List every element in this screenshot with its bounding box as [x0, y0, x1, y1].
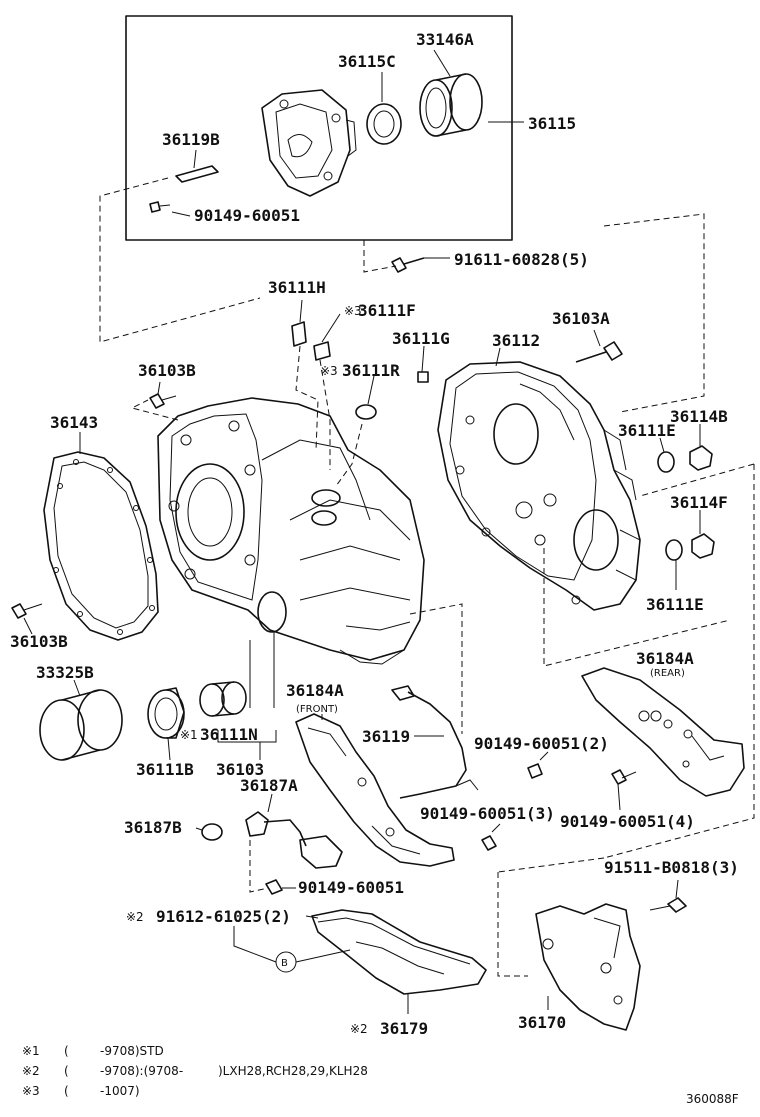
label-36111e-top: 36111E: [618, 421, 676, 440]
kit-box-outline: [125, 15, 513, 241]
mark-36179: ※2: [350, 1022, 368, 1036]
bolt-90149-sensor-drawing: [265, 879, 296, 895]
bolt-36103a-drawing: [575, 329, 623, 363]
note-2-text2: )LXH28,RCH28,29,KLH28: [218, 1064, 368, 1078]
rear-cover-drawing: [581, 667, 745, 797]
bolt-36103b-bottom-drawing: [11, 603, 43, 635]
label-36103: 36103: [216, 760, 264, 779]
label-36187a: 36187A: [240, 776, 298, 795]
plate-36170-drawing: [535, 903, 641, 1031]
bolt-91611-drawing: [391, 257, 450, 273]
label-36119b: 36119B: [162, 130, 220, 149]
label-91611-60828: 91611-60828(5): [454, 250, 589, 269]
label-36170: 36170: [518, 1013, 566, 1032]
label-36103a: 36103A: [552, 309, 610, 328]
label-36111r: 36111R: [342, 361, 400, 380]
bushing-drawing: [419, 73, 483, 137]
label-90149-60051-4: 90149-60051(4): [560, 812, 695, 831]
label-36179: 36179: [380, 1019, 428, 1038]
label-91612-61025: 91612-61025(2): [156, 907, 291, 926]
extension-housing-drawing: [261, 89, 357, 197]
speed-sensor-drawing: [245, 793, 343, 869]
drawing-code: 360088F: [686, 1092, 739, 1106]
note-3-open: (: [64, 1084, 69, 1098]
label-90149-60051-2: 90149-60051(2): [474, 734, 609, 753]
bolt-90149-2-drawing: [527, 751, 549, 779]
plug-36111g-drawing: [417, 345, 429, 383]
bolt-91511-drawing: [649, 879, 687, 913]
label-36115: 36115: [528, 114, 576, 133]
mark-36111f: ※3: [344, 304, 362, 318]
plug-36111h-drawing: [291, 299, 307, 347]
mark-91612: ※2: [126, 910, 144, 924]
o-ring-drawing: [201, 823, 223, 841]
note-2-open: (: [64, 1064, 69, 1078]
oil-seal-drawing: [366, 103, 402, 145]
label-36184a-rear: 36184A: [636, 649, 694, 668]
callout-b-circle: [275, 951, 297, 973]
plug-36111r-drawing: [355, 375, 377, 420]
note-1-mark: ※1: [22, 1044, 40, 1058]
transmission-case-drawing: [157, 397, 425, 665]
label-36187b: 36187B: [124, 818, 182, 837]
label-36103b-top: 36103B: [138, 361, 196, 380]
label-36112: 36112: [492, 331, 540, 350]
note-2-mark: ※2: [22, 1064, 40, 1078]
label-36143: 36143: [50, 413, 98, 432]
seal-36111b-drawing: [147, 687, 185, 761]
note-3-text: -1007): [100, 1084, 140, 1098]
label-90149-60051-sensor: 90149-60051: [298, 878, 404, 897]
label-36103b-bottom: 36103B: [10, 632, 68, 651]
label-36184a-front: 36184A: [286, 681, 344, 700]
oil-pan-drawing: [311, 909, 487, 1014]
label-36111g: 36111G: [392, 329, 450, 348]
gasket-drawing: [43, 432, 159, 641]
bushing-36111n-drawing: [199, 681, 247, 717]
label-36111e-bottom: 36111E: [646, 595, 704, 614]
plug-36114f-drawing: [691, 510, 715, 559]
label-36115c: 36115C: [338, 52, 396, 71]
label-91511-b0818: 91511-B0818(3): [604, 858, 739, 877]
callout-front: (FRONT): [296, 704, 338, 715]
plug-36114b-drawing: [689, 424, 713, 471]
callout-rear: (REAR): [650, 668, 685, 679]
bolt-90149-4-drawing: [611, 769, 637, 811]
note-1-open: (: [64, 1044, 69, 1058]
label-90149-60051-3: 90149-60051(3): [420, 804, 555, 823]
label-36114b: 36114B: [670, 407, 728, 426]
label-36111b: 36111B: [136, 760, 194, 779]
label-36114f: 36114F: [670, 493, 728, 512]
note-2-text: -9708):(9708-: [100, 1064, 183, 1078]
case-half-36112-drawing: [437, 347, 641, 611]
label-36111f: 36111F: [358, 301, 416, 320]
bolt-90149-3-drawing: [481, 823, 501, 851]
label-33325b: 33325B: [36, 663, 94, 682]
sensor-wire-drawing: [391, 685, 479, 799]
label-33146a: 33146A: [416, 30, 474, 49]
front-cover-drawing: [295, 713, 455, 867]
note-1-text: -9708)STD: [100, 1044, 164, 1058]
callout-b: B: [281, 958, 288, 969]
label-90149-60051-a: 90149-60051: [194, 206, 300, 225]
bushing-33325b-drawing: [39, 679, 123, 761]
label-36111h: 36111H: [268, 278, 326, 297]
washer-36111e-top-drawing: [657, 437, 675, 473]
bolt-36103b-top-drawing: [149, 381, 177, 409]
label-36111n: 36111N: [200, 725, 258, 744]
label-36119: 36119: [362, 727, 410, 746]
note-3-mark: ※3: [22, 1084, 40, 1098]
mark-36111r: ※3: [320, 364, 338, 378]
mark-36111n: ※1: [180, 728, 198, 742]
washer-36111e-bottom-drawing: [665, 539, 683, 590]
bracket-drawing: [175, 165, 219, 183]
plug-36111f-drawing: [313, 313, 341, 361]
small-bolt-drawing: [149, 201, 171, 213]
